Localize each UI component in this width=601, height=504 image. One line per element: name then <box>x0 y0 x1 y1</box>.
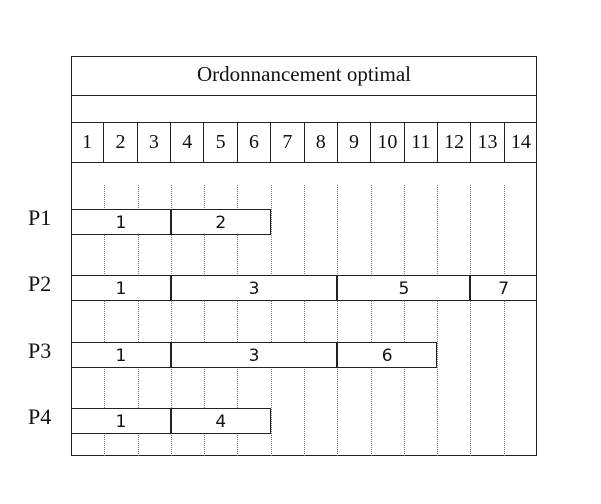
slot-guide-line <box>270 185 272 456</box>
time-slot-5: 5 <box>204 123 238 162</box>
time-slot-13: 13 <box>471 123 505 162</box>
job-block-5: 5 <box>337 275 471 301</box>
slot-guide-line <box>403 185 405 456</box>
time-slot-14: 14 <box>510 131 531 153</box>
processor-label-p3: P3 <box>28 338 52 363</box>
time-slot-6: 6 <box>238 123 272 162</box>
slot-guide-line <box>104 185 106 456</box>
job-block-1: 1 <box>71 275 171 301</box>
time-slot-7: 7 <box>271 123 305 162</box>
slot-guides <box>71 185 537 456</box>
slot-guide-line <box>503 185 505 456</box>
processor-label-p2: P2 <box>28 271 52 296</box>
time-slot-3: 3 <box>138 123 172 162</box>
time-slot-12: 12 <box>438 123 472 162</box>
job-block-3: 3 <box>170 275 338 301</box>
slot-guide-line <box>237 185 239 456</box>
job-block-1: 1 <box>71 408 171 434</box>
slot-guide-line <box>470 185 472 456</box>
job-block-7: 7 <box>470 275 537 301</box>
slot-guide-line <box>304 185 305 456</box>
time-slot-9: 9 <box>338 123 372 162</box>
processor-label-p1: P1 <box>28 205 52 230</box>
processor-label-p4: P4 <box>28 404 52 429</box>
slot-guide-line <box>370 185 372 456</box>
job-block-3: 3 <box>170 342 338 368</box>
time-slot-11: 11 <box>405 123 438 162</box>
slot-guide-line <box>137 185 139 456</box>
chart-title: Ordonnancement optimal <box>71 56 537 96</box>
slot-guide-line <box>437 185 439 456</box>
time-slot-8: 8 <box>305 123 338 162</box>
job-block-1: 1 <box>71 342 171 368</box>
job-block-6: 6 <box>337 342 438 368</box>
slot-guide-line <box>204 185 206 456</box>
slot-guide-line <box>337 185 339 456</box>
slot-guide-line <box>170 185 172 456</box>
time-slot-1: 1 <box>71 123 105 162</box>
time-slot-4: 4 <box>171 123 205 162</box>
job-block-4: 4 <box>170 408 271 434</box>
job-block-1: 1 <box>71 209 171 235</box>
job-block-2: 2 <box>170 209 271 235</box>
time-slot-2: 2 <box>104 123 138 162</box>
time-slot-10: 10 <box>371 123 405 162</box>
